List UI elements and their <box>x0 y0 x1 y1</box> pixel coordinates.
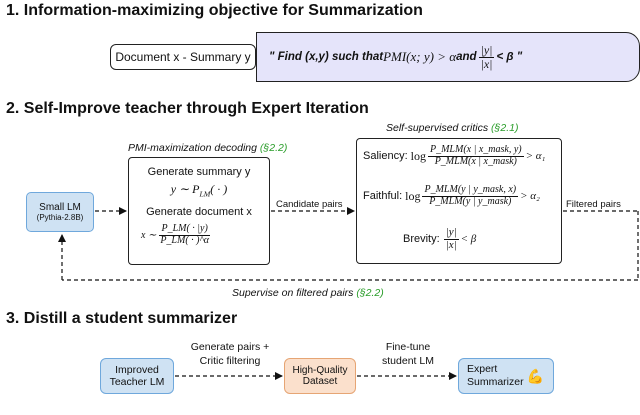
arrow1-line2: Critic filtering <box>199 355 261 368</box>
saliency-tail: > α₁ <box>525 150 546 162</box>
supervise-ref: (§2.2) <box>356 287 384 299</box>
gen-document-label: Generate document x <box>146 206 252 218</box>
objective-ratio-num: |y| <box>478 42 495 58</box>
decoding-box: Generate summary y y ∼ PLM( · ) Generate… <box>128 157 270 265</box>
small-lm-label: Small LM <box>39 202 81 213</box>
saliency-log: log <box>410 148 426 163</box>
section1-title: 1. Information-maximizing objective for … <box>6 2 423 19</box>
gen-doc-frac: P_LM( · |y) P_LM( · )^α <box>158 223 211 246</box>
saliency-label: Saliency: <box>363 150 408 162</box>
critics-title-text: Self-supervised critics <box>386 122 492 134</box>
faithful-log: log <box>405 188 421 203</box>
decoding-title: PMI-maximization decoding (§2.2) <box>128 142 287 154</box>
brevity-tail: < β <box>460 233 477 246</box>
supervise-text: Supervise on filtered pairs <box>232 287 357 299</box>
gen-doc-eq: x ∼ P_LM( · |y) P_LM( · )^α <box>141 223 213 246</box>
expert-line2: Summarizer <box>467 376 524 388</box>
gen-doc-lhs: x ∼ <box>141 229 157 241</box>
small-lm-sublabel: (Pythia-2.8B) <box>36 213 84 222</box>
gen-summary-label: Generate summary y <box>147 166 251 178</box>
supervise-label: Supervise on filtered pairs (§2.2) <box>232 287 384 299</box>
saliency-frac: P_MLM(x | x_mask, y) P_MLM(x | x_mask) <box>427 144 524 167</box>
flexed-biceps-icon: 💪 <box>526 367 545 384</box>
saliency-num: P_MLM(x | x_mask, y) <box>427 144 524 157</box>
gen-summary-eq-main: y ∼ P <box>170 182 200 196</box>
faithful-num: P_MLM(y | y_mask, x) <box>422 184 519 197</box>
dataset-box: High-Quality Dataset <box>284 358 356 394</box>
faithful-label: Faithful: <box>363 190 403 202</box>
decoding-title-text: PMI-maximization decoding <box>128 142 260 154</box>
gen-summary-eq-sub: LM <box>199 189 211 199</box>
gen-summary-eq-tail: ( · ) <box>210 182 228 196</box>
objective-and: and <box>456 51 477 63</box>
faithful-row: Faithful: log P_MLM(y | y_mask, x) P_MLM… <box>363 184 540 207</box>
brevity-label: Brevity: <box>403 233 440 246</box>
arrow2-label: Fine-tune student LM <box>364 340 452 368</box>
saliency-den: P_MLM(x | x_mask) <box>434 155 517 167</box>
improved-teacher-box: Improved Teacher LM <box>100 358 174 394</box>
arrow2-line1: Fine-tune <box>385 341 431 353</box>
improved-line1: Improved <box>115 364 159 376</box>
objective-ratio-den: |x| <box>480 56 493 71</box>
gen-doc-num: P_LM( · |y) <box>159 223 210 236</box>
section2-title: 2. Self-Improve teacher through Expert I… <box>6 100 369 117</box>
dataset-line1: High-Quality <box>292 365 348 376</box>
decoding-ref: (§2.2) <box>259 142 288 154</box>
brevity-frac: |y| |x| <box>443 226 459 251</box>
document-summary-label: Document x - Summary y <box>115 50 251 64</box>
objective-suffix: < β " <box>496 51 523 63</box>
brevity-row: Brevity: |y| |x| < β <box>403 226 477 251</box>
document-summary-box: Document x - Summary y <box>110 44 256 70</box>
gen-summary-eq: y ∼ PLM( · ) <box>129 182 269 198</box>
critics-ref: (§2.1) <box>491 122 519 134</box>
critics-title: Self-supervised critics (§2.1) <box>386 122 518 134</box>
brevity-den: |x| <box>445 238 457 251</box>
filtered-pairs-label: Filtered pairs <box>566 199 621 210</box>
candidate-pairs-label: Candidate pairs <box>276 199 343 210</box>
arrow1-line1: Generate pairs + <box>190 341 270 353</box>
brevity-num: |y| <box>443 226 459 240</box>
faithful-frac: P_MLM(y | y_mask, x) P_MLM(y | y_mask) <box>422 184 519 207</box>
section3-title: 3. Distill a student summarizer <box>6 310 238 327</box>
improved-line2: Teacher LM <box>109 376 165 388</box>
arrow2-line2: student LM <box>382 355 434 368</box>
dataset-line2: Dataset <box>302 376 338 387</box>
gen-doc-den: P_LM( · )^α <box>160 234 209 246</box>
arrow1-label: Generate pairs + Critic filtering <box>178 340 282 368</box>
small-lm-box: Small LM (Pythia-2.8B) <box>26 192 94 232</box>
faithful-den: P_MLM(y | y_mask) <box>429 195 512 207</box>
expert-line1: Expert <box>467 362 498 375</box>
objective-prefix: " Find (x,y) such that <box>269 51 384 63</box>
objective-pmi: PMI(x; y) > α <box>383 49 457 64</box>
saliency-row: Saliency: log P_MLM(x | x_mask, y) P_MLM… <box>363 144 546 167</box>
expert-summarizer-box: Expert Summarizer 💪 <box>458 358 554 394</box>
critics-box: Saliency: log P_MLM(x | x_mask, y) P_MLM… <box>356 138 562 264</box>
faithful-tail: > α₂ <box>520 190 540 202</box>
objective-ratio: |y| |x| <box>478 42 495 71</box>
